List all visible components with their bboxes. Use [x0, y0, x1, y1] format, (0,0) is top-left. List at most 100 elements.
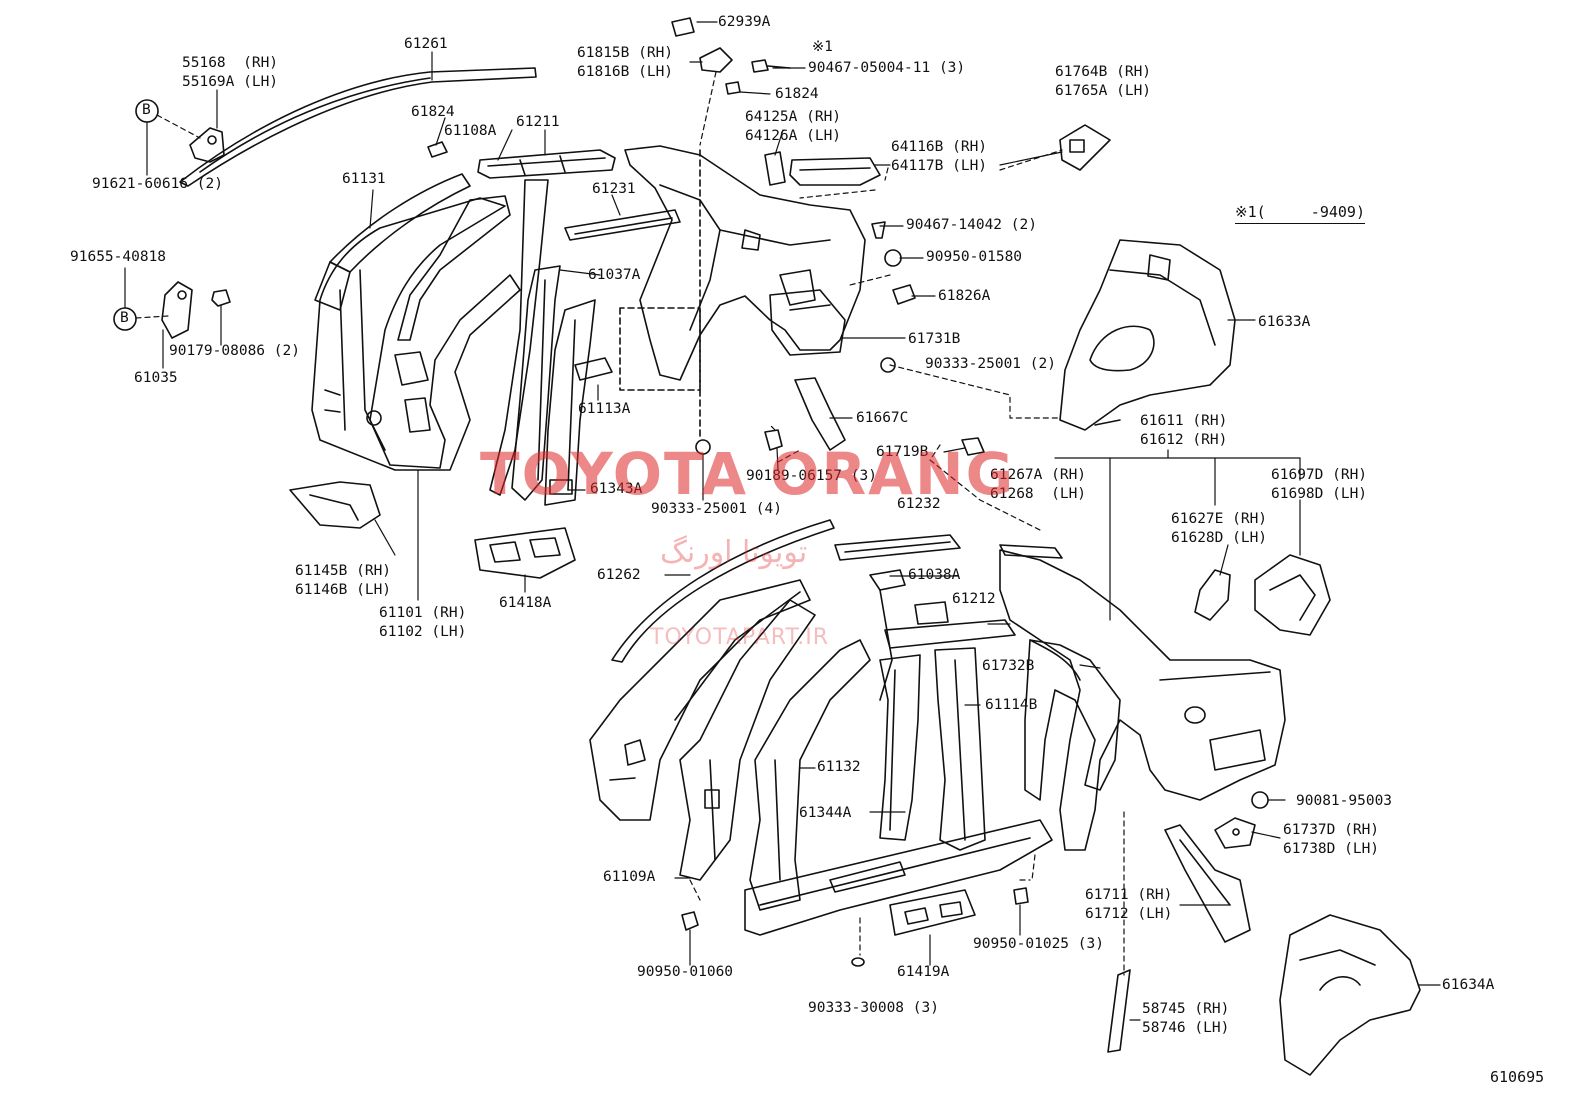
part-number: 55168 (RH): [182, 55, 279, 71]
bracket-55168: [189, 127, 225, 163]
note-marker-text: ※1: [812, 39, 833, 55]
part-number: 61628D (LH): [1171, 530, 1268, 546]
part-number: 61633A: [1258, 314, 1311, 330]
part-label-64125[interactable]: 64125A (RH)64126A (LH): [745, 108, 841, 146]
part-number: 90333-30008 (3): [808, 1000, 939, 1016]
part-label-61101[interactable]: 61101 (RH)61102 (LH): [379, 604, 466, 642]
part-number: 58745 (RH): [1142, 1001, 1230, 1017]
part-number: 61667C: [856, 410, 909, 426]
part-label-90950-01060[interactable]: 90950-01060: [637, 963, 733, 982]
part-label-90189[interactable]: 90189-06157 (3): [746, 467, 877, 486]
roof-panel-61212: [884, 601, 1016, 649]
part-number: 61232: [897, 496, 941, 512]
bracket-61627: [1194, 569, 1231, 621]
part-label-61611[interactable]: 61611 (RH)61612 (RH): [1140, 412, 1227, 450]
roof-side-rail-61261: [179, 67, 537, 187]
part-label-90950-01580[interactable]: 90950-01580: [926, 248, 1022, 267]
part-label-61231[interactable]: 61231: [592, 180, 636, 199]
part-label-61764[interactable]: 61764B (RH) 61765A (LH): [1055, 63, 1151, 101]
part-label-61132[interactable]: 61132: [817, 758, 861, 777]
part-label-61667c[interactable]: 61667C: [856, 409, 908, 428]
part-label-61038a[interactable]: 61038A: [908, 566, 960, 585]
part-label-61109a[interactable]: 61109A: [603, 868, 655, 887]
clip-90467-14042: [871, 221, 886, 239]
part-number: 61719B: [876, 444, 929, 460]
part-number: 61765A (LH): [1055, 83, 1152, 99]
part-label-90081[interactable]: 90081-95003: [1296, 792, 1392, 811]
front-pillar-61109a: [589, 579, 816, 881]
part-number: 90950-01580: [926, 249, 1023, 265]
part-number: 61102 (LH): [379, 624, 467, 640]
pillar-stiffener-61037a: [511, 265, 561, 501]
part-label-61114b[interactable]: 61114B: [985, 696, 1037, 715]
part-label-55168[interactable]: 55168 (RH) 55169A (LH): [182, 54, 278, 92]
part-number: 55169A (LH): [182, 74, 279, 90]
part-label-61711[interactable]: 61711 (RH)61712 (LH): [1085, 886, 1172, 924]
part-label-91621[interactable]: 91621-60616 (2): [92, 175, 223, 194]
part-label-64116[interactable]: 64116B (RH) 64117B (LH): [891, 138, 987, 176]
part-label-61627[interactable]: 61627E (RH)61628D (LH): [1171, 510, 1267, 548]
part-label-61732b[interactable]: 61732B: [982, 657, 1034, 676]
part-label-61211[interactable]: 61211: [516, 113, 560, 132]
part-label-61262[interactable]: 61262: [597, 566, 641, 585]
figure-number: 610695: [1490, 1068, 1545, 1086]
part-number: 64116B (RH): [891, 139, 988, 155]
part-number: 61815B (RH): [577, 45, 674, 61]
part-label-61261[interactable]: 61261: [404, 35, 448, 54]
inner-pillar-61131: [314, 173, 471, 311]
part-label-61634a[interactable]: 61634A: [1442, 976, 1494, 995]
part-number: 61038A: [908, 567, 961, 583]
quarter-inner-upper: [624, 145, 866, 381]
part-label-61419a[interactable]: 61419A: [897, 963, 949, 982]
part-label-61212[interactable]: 61212: [952, 590, 996, 609]
part-label-61731b[interactable]: 61731B: [908, 330, 960, 349]
part-label-61826a[interactable]: 61826A: [938, 287, 990, 306]
part-label-61418a[interactable]: 61418A: [499, 594, 551, 613]
part-label-90467-14042[interactable]: 90467-14042 (2): [906, 216, 1037, 235]
part-label-61697[interactable]: 61697D (RH)61698D (LH): [1271, 466, 1367, 504]
part-label-58745[interactable]: 58745 (RH)58746 (LH): [1142, 1000, 1229, 1038]
part-number: 61419A: [897, 964, 950, 980]
part-number: 61037A: [588, 267, 641, 283]
part-number: 64117B (LH): [891, 158, 988, 174]
part-label-61131[interactable]: 61131: [342, 170, 386, 189]
part-label-62939a[interactable]: 62939A: [718, 13, 770, 32]
part-label-61343a[interactable]: 61343A: [590, 480, 642, 499]
part-label-61719b[interactable]: 61719B: [876, 443, 928, 462]
center-pillar-61344a: [879, 654, 921, 841]
clip-90189: [764, 429, 783, 451]
part-label-61267[interactable]: 61267A (RH)61268 (LH): [990, 466, 1086, 504]
part-number: 61109A: [603, 869, 656, 885]
rocker-reinforcement-61419a: [889, 889, 976, 936]
part-label-61633a[interactable]: 61633A: [1258, 313, 1310, 332]
nut-90950-01060: [681, 911, 699, 931]
part-number: 61146B (LH): [295, 582, 392, 598]
part-label-61344a[interactable]: 61344A: [799, 804, 851, 823]
bracket-61824-top: [725, 81, 741, 95]
part-label-61815[interactable]: 61815B (RH)61816B (LH): [577, 44, 673, 82]
part-label-61145[interactable]: 61145B (RH)61146B (LH): [295, 562, 391, 600]
part-label-90333-25001-mid[interactable]: 90333-25001 (4): [651, 500, 782, 519]
part-label-90179[interactable]: 90179-08086 (2): [169, 342, 300, 361]
part-label-61824-top[interactable]: 61824: [775, 85, 819, 104]
part-number: 61343A: [590, 481, 643, 497]
part-label-61824-left[interactable]: 61824: [411, 103, 455, 122]
part-number: 61764B (RH): [1055, 64, 1152, 80]
part-label-61035[interactable]: 61035: [134, 369, 178, 388]
part-label-90333-25001-upper[interactable]: 90333-25001 (2): [925, 355, 1056, 374]
part-label-61108a[interactable]: 61108A: [444, 122, 496, 141]
quarter-inner-61732b: [1024, 639, 1121, 801]
plug-90333-25001-mid: [695, 439, 711, 455]
pillar-61113a: [574, 357, 613, 381]
part-label-61232[interactable]: 61232: [897, 495, 941, 514]
bracket-62939a: [671, 17, 695, 37]
part-label-91655[interactable]: 91655-40818: [70, 248, 166, 267]
part-number: 61712 (LH): [1085, 906, 1173, 922]
part-label-61737[interactable]: 61737D (RH)61738D (LH): [1283, 821, 1379, 859]
part-label-90467-05004[interactable]: 90467-05004-11 (3): [808, 59, 965, 78]
part-label-90950-01025[interactable]: 90950-01025 (3): [973, 935, 1104, 954]
part-label-61037a[interactable]: 61037A: [588, 266, 640, 285]
part-label-90333-30008[interactable]: 90333-30008 (3): [808, 999, 939, 1018]
part-label-61113a[interactable]: 61113A: [578, 400, 630, 419]
part-number: 61697D (RH): [1271, 467, 1368, 483]
